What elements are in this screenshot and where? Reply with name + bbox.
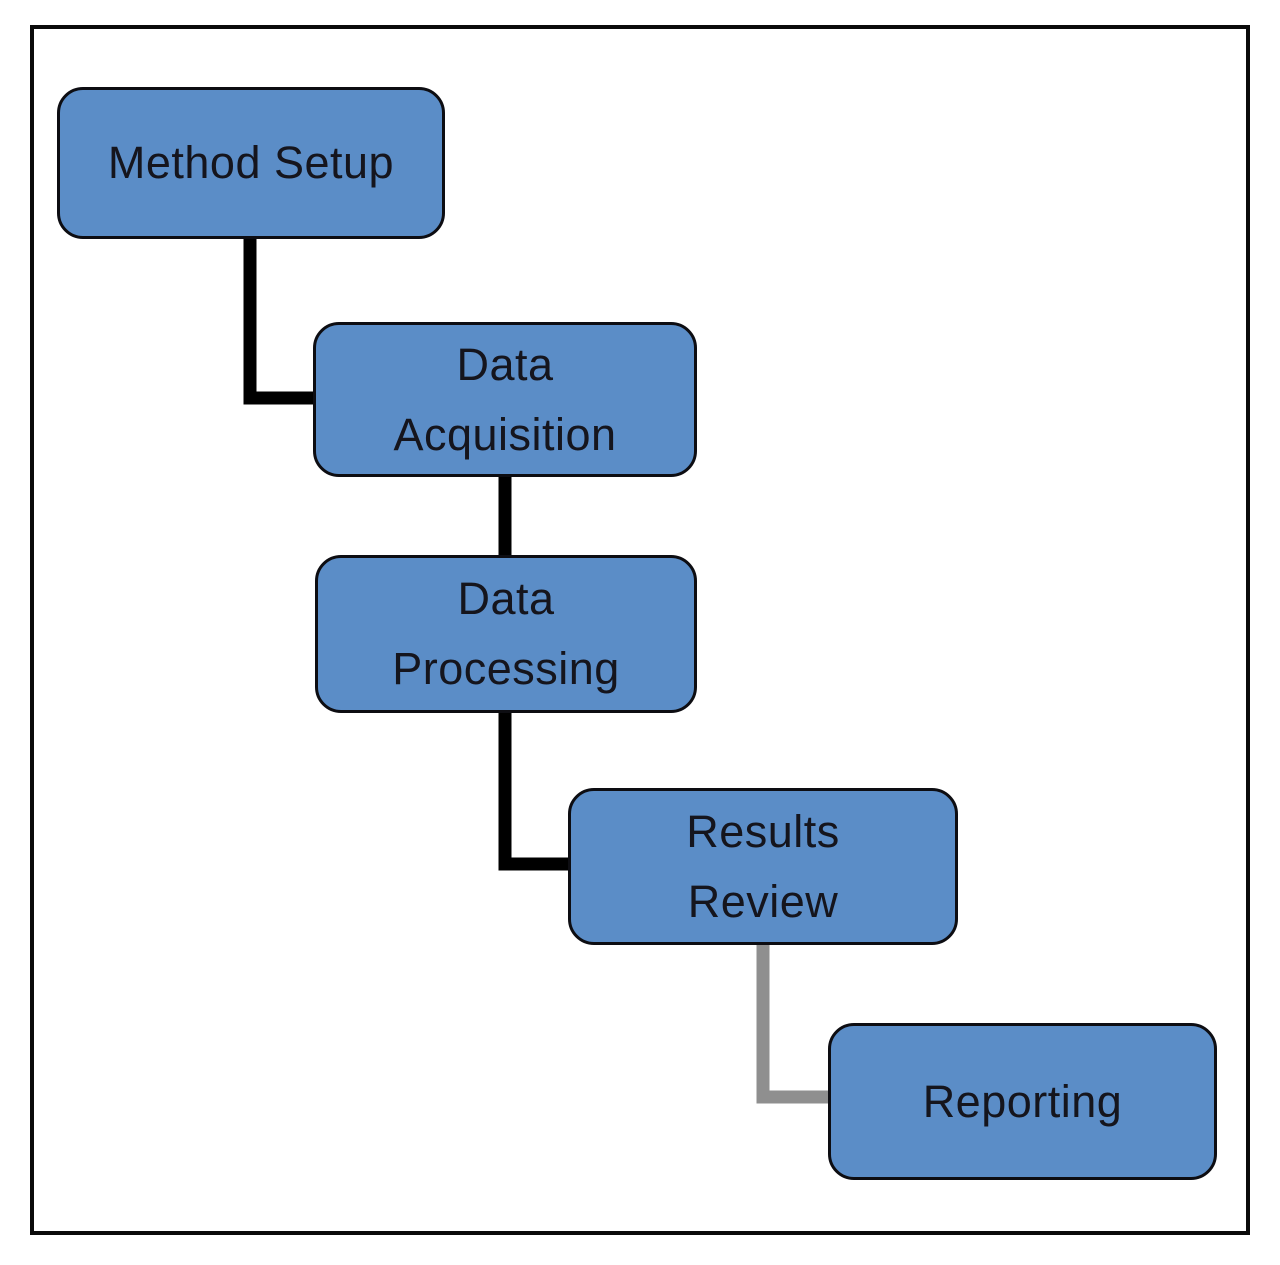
node-method-setup-label: Method Setup (107, 137, 395, 189)
node-method-setup: Method Setup (57, 87, 445, 239)
node-data-acquisition-label-line2: Acquisition (393, 408, 617, 460)
connector-results-review-to-reporting (756, 938, 835, 1104)
node-reporting-label: Reporting (922, 1075, 1123, 1127)
node-data-acquisition-label-line1: Data (456, 338, 554, 390)
node-results-review: Results Review (568, 788, 958, 945)
connector-data-processing-to-results-review (498, 705, 575, 871)
node-data-processing-label-line1: Data (457, 573, 555, 625)
node-data-processing: Data Processing (315, 555, 697, 713)
connector-method-setup-to-data-acquisition (243, 230, 320, 405)
node-results-review-label-line2: Review (687, 875, 839, 927)
node-reporting: Reporting (828, 1023, 1217, 1180)
node-data-processing-label-line2: Processing (392, 643, 620, 694)
node-data-acquisition: Data Acquisition (313, 322, 697, 477)
node-results-review-label-line1: Results (686, 805, 840, 857)
